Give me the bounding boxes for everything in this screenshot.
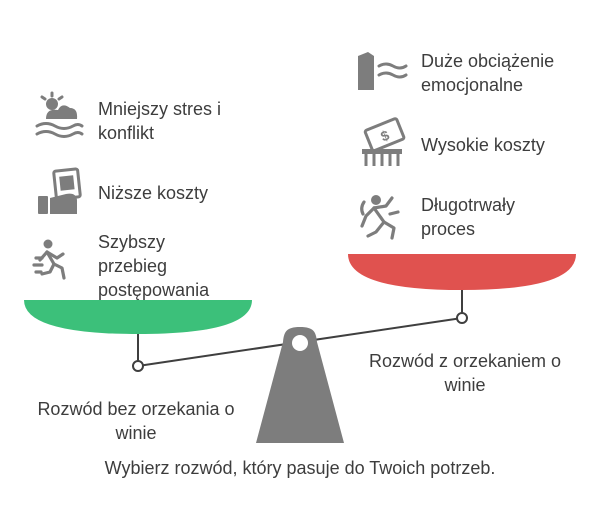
weather-calm-waves-icon: [35, 91, 84, 138]
right-item-label-3: Długotrwały proces: [421, 195, 516, 239]
struggling-person-icon: [360, 195, 400, 240]
money-hand-icon: [38, 167, 82, 214]
left-option-caption: Rozwód bez orzekania o winie: [37, 399, 235, 443]
left-item-label-3: Szybszy przebieg postępowania: [98, 232, 210, 300]
right-item-label-1: Duże obciążenie emocjonalne: [421, 51, 555, 95]
left-item-label-2: Niższe koszty: [98, 183, 209, 203]
wall-wave-icon: [358, 52, 408, 90]
left-pan: [24, 300, 252, 334]
running-person-icon: [32, 239, 66, 280]
fulcrum-pivot: [292, 335, 308, 351]
right-pan: [348, 254, 576, 290]
footer-text: Wybierz rozwód, który pasuje do Twoich p…: [104, 458, 496, 478]
right-beam-joint: [456, 312, 468, 324]
right-option-caption: Rozwód z orzekaniem o winie: [368, 351, 562, 395]
svg-text:$: $: [378, 127, 391, 145]
money-bill-comb-icon: $: [362, 117, 406, 166]
left-item-label-1: Mniejszy stres i konflikt: [98, 99, 222, 143]
right-item-label-2: Wysokie koszty: [421, 135, 545, 155]
fulcrum: [256, 327, 344, 443]
left-beam-joint: [132, 360, 144, 372]
